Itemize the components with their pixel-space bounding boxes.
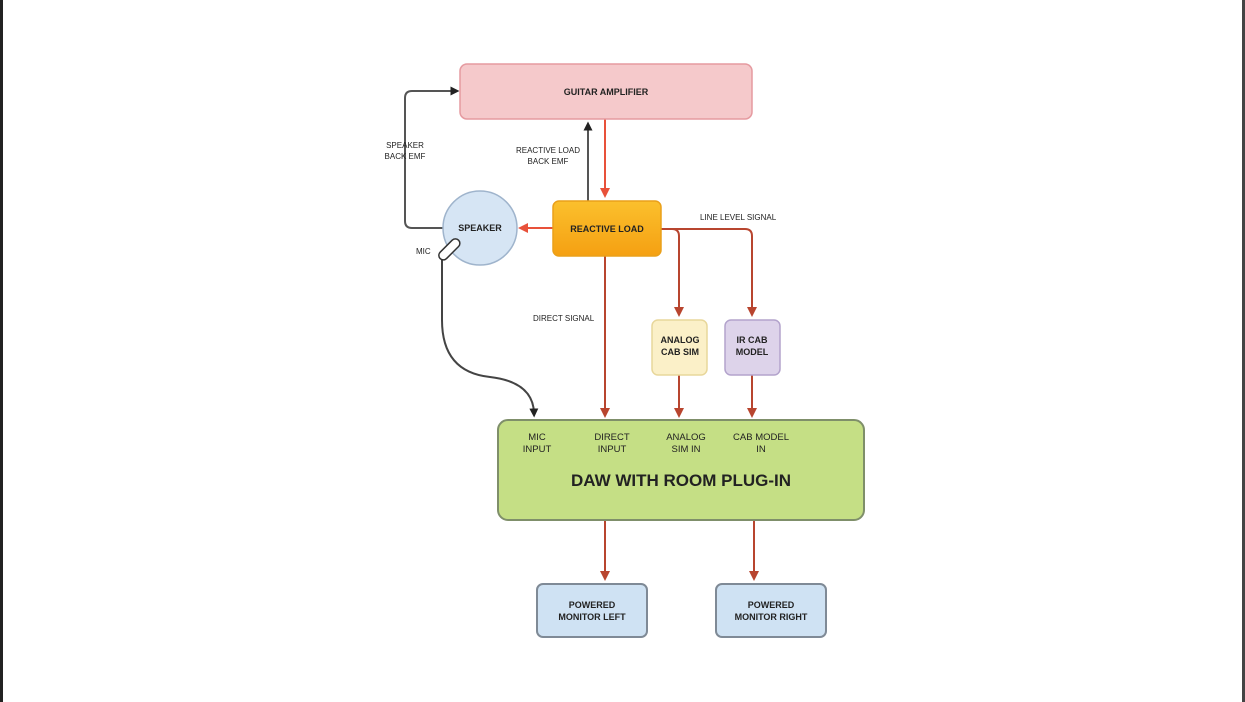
right-frame-edge: [1242, 0, 1245, 702]
left-frame-edge: [0, 0, 3, 702]
reactive-load-back-emf-label-line2: BACK EMF: [528, 157, 569, 166]
analog-cab-sim-label-line2: CAB SIM: [661, 347, 699, 357]
guitar-amplifier-label: GUITAR AMPLIFIER: [564, 87, 649, 97]
port-analog-sim-in-line2: SIM IN: [671, 444, 700, 455]
port-mic-input-line2: INPUT: [523, 444, 552, 455]
guitar-amplifier-node: GUITAR AMPLIFIER: [459, 63, 753, 120]
port-analog-sim-in-line1: ANALOG: [666, 432, 706, 443]
analog-cab-sim-label-line1: ANALOG: [661, 335, 700, 345]
analog-cab-sim-node: ANALOG CAB SIM: [651, 319, 708, 376]
port-direct-input-line2: INPUT: [598, 444, 627, 455]
monitor-left-node: POWERED MONITOR LEFT: [536, 583, 648, 638]
monitor-right-node: POWERED MONITOR RIGHT: [715, 583, 827, 638]
mic-label: MIC: [416, 247, 431, 256]
line-level-to-ir-cab-arrow: [661, 228, 757, 317]
line-level-signal-label: LINE LEVEL SIGNAL: [700, 213, 777, 222]
reactive-load-back-emf-label-line1: REACTIVE LOAD: [516, 146, 580, 155]
speaker-back-emf-label-line2: BACK EMF: [385, 152, 426, 161]
monitor-left-label-line1: POWERED: [569, 600, 616, 610]
reactive-load-node: REACTIVE LOAD: [552, 200, 662, 257]
speaker-node: SPEAKER: [442, 190, 518, 266]
speaker-back-emf-label-line1: SPEAKER: [386, 141, 424, 150]
ir-cab-model-label-line1: IR CAB: [737, 335, 768, 345]
speaker-back-emf-arrow: [404, 86, 460, 229]
daw-node: MIC INPUT DIRECT INPUT ANALOG SIM IN CAB…: [497, 419, 865, 521]
port-direct-input-line1: DIRECT: [594, 432, 630, 443]
line-level-to-analog-cab-arrow: [661, 228, 684, 317]
speaker-label: SPEAKER: [458, 223, 502, 233]
port-mic-input-line1: MIC: [528, 432, 546, 443]
daw-title: DAW WITH ROOM PLUG-IN: [571, 471, 791, 490]
monitor-right-label-line1: POWERED: [748, 600, 795, 610]
mic-cable-arrow: [441, 258, 539, 418]
monitor-left-label-line2: MONITOR LEFT: [558, 612, 626, 622]
ir-cab-model-node: IR CAB MODEL: [724, 319, 781, 376]
direct-signal-label: DIRECT SIGNAL: [533, 314, 595, 323]
ir-cab-model-label-line2: MODEL: [736, 347, 769, 357]
reactive-load-label: REACTIVE LOAD: [570, 224, 644, 234]
monitor-right-label-line2: MONITOR RIGHT: [735, 612, 808, 622]
port-cab-model-in-line1: CAB MODEL: [733, 432, 789, 443]
port-cab-model-in-line2: IN: [756, 444, 766, 455]
microphone-icon: [438, 238, 461, 261]
